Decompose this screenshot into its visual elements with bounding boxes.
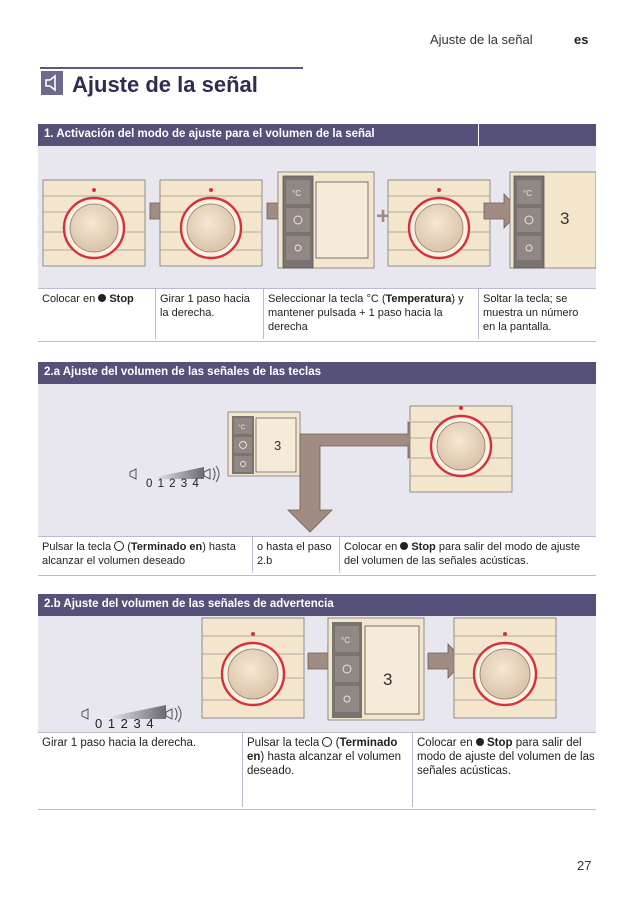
caption-text: ) y mantener pulsada + 1 paso hacia la d…	[268, 293, 464, 333]
svg-text:°C: °C	[341, 636, 350, 645]
caption-text: para salir del modo de ajuste del volume…	[344, 541, 581, 567]
section2b-heading-text: 2.b Ajuste del volumen de las señales de…	[44, 598, 334, 610]
caption-step-2b-2: Pulsar la tecla (Terminado en) hasta alc…	[247, 736, 409, 778]
language-code: es	[574, 32, 589, 47]
caption-text: para salir del modo de ajuste del volume…	[417, 737, 595, 777]
svg-text:°C: °C	[238, 423, 246, 431]
clock-icon	[114, 541, 125, 551]
volume-scale: 0 1 2 3 4	[95, 716, 155, 731]
caption-text: ) hasta alcanzar el volumen deseado.	[247, 751, 402, 777]
caption-bold: Terminado en	[247, 737, 398, 763]
caption-bold: Stop	[109, 293, 134, 305]
running-header: Ajuste de la señal	[430, 32, 533, 47]
section1-illustration: °C +	[38, 146, 597, 288]
section2a-heading-text: 2.a Ajuste del volumen de las señales de…	[44, 366, 321, 378]
speaker-icon	[41, 71, 63, 95]
caption-step-2b-1: Girar 1 paso hacia la derecha.	[42, 737, 197, 749]
section2b-heading: 2.b Ajuste del volumen de las señales de…	[38, 594, 596, 616]
heading-divider	[478, 124, 479, 146]
caption-text: Pulsar la tecla	[42, 541, 115, 553]
display-digit: 3	[383, 670, 393, 689]
caption-step-2b-3: Colocar en Stop para salir del modo de a…	[417, 736, 595, 778]
caption-divider	[155, 289, 156, 339]
section1-caption-row	[38, 288, 596, 342]
display-digit: 3	[560, 209, 570, 228]
caption-step-2a-2: o hasta el paso 2.b	[257, 541, 332, 567]
caption-step4: Soltar la tecla; se muestra un número en…	[483, 293, 579, 333]
section2b-caption-row	[38, 732, 596, 810]
section1-heading: 1. Activación del modo de ajuste para el…	[38, 124, 596, 146]
caption-bold: Temperatura	[385, 293, 452, 305]
caption-step-2a-1: Pulsar la tecla (Terminado en) hasta alc…	[42, 540, 248, 568]
title-rule	[40, 67, 303, 69]
caption-divider	[242, 733, 243, 807]
caption-divider	[339, 537, 340, 573]
caption-text: (	[332, 737, 340, 749]
caption-bold: Terminado en	[130, 541, 203, 553]
caption-step3: Seleccionar la tecla °C (Temperatura) y …	[268, 292, 474, 334]
caption-text: Colocar en	[42, 293, 99, 305]
stop-dot-icon	[400, 542, 409, 550]
caption-step-2a-3: Colocar en Stop para salir del modo de a…	[344, 540, 594, 568]
caption-divider	[252, 537, 253, 573]
caption-bold: Stop	[411, 541, 436, 553]
section2a-illustration: °C	[38, 384, 596, 536]
caption-text: Colocar en	[344, 541, 401, 553]
caption-text: Seleccionar la tecla °C (	[268, 293, 386, 305]
caption-bold: Stop	[487, 737, 513, 749]
caption-divider	[478, 289, 479, 339]
stop-dot-icon	[98, 294, 107, 302]
caption-divider	[263, 289, 264, 339]
caption-step1: Colocar en Stop	[42, 292, 152, 306]
volume-scale: 0 1 2 3 4	[146, 478, 200, 490]
caption-text: (	[124, 541, 131, 553]
section2b-illustration: °C	[38, 616, 596, 732]
section2a-caption-row	[38, 536, 596, 576]
caption-text: Pulsar la tecla	[247, 737, 323, 749]
display-digit: 3	[274, 438, 282, 453]
page-title: Ajuste de la señal	[72, 72, 258, 97]
caption-text: ) hasta alcanzar el volumen deseado	[42, 541, 236, 567]
caption-divider	[412, 733, 413, 807]
section1-heading-text: 1. Activación del modo de ajuste para el…	[44, 128, 375, 140]
clock-icon	[322, 737, 333, 747]
stop-dot-icon	[475, 738, 484, 746]
caption-text: Colocar en	[417, 737, 476, 749]
section2a-heading: 2.a Ajuste del volumen de las señales de…	[38, 362, 596, 384]
caption-step2: Girar 1 paso hacia la derecha.	[160, 293, 250, 319]
page-number: 27	[577, 858, 592, 873]
svg-text:+: +	[376, 203, 390, 230]
